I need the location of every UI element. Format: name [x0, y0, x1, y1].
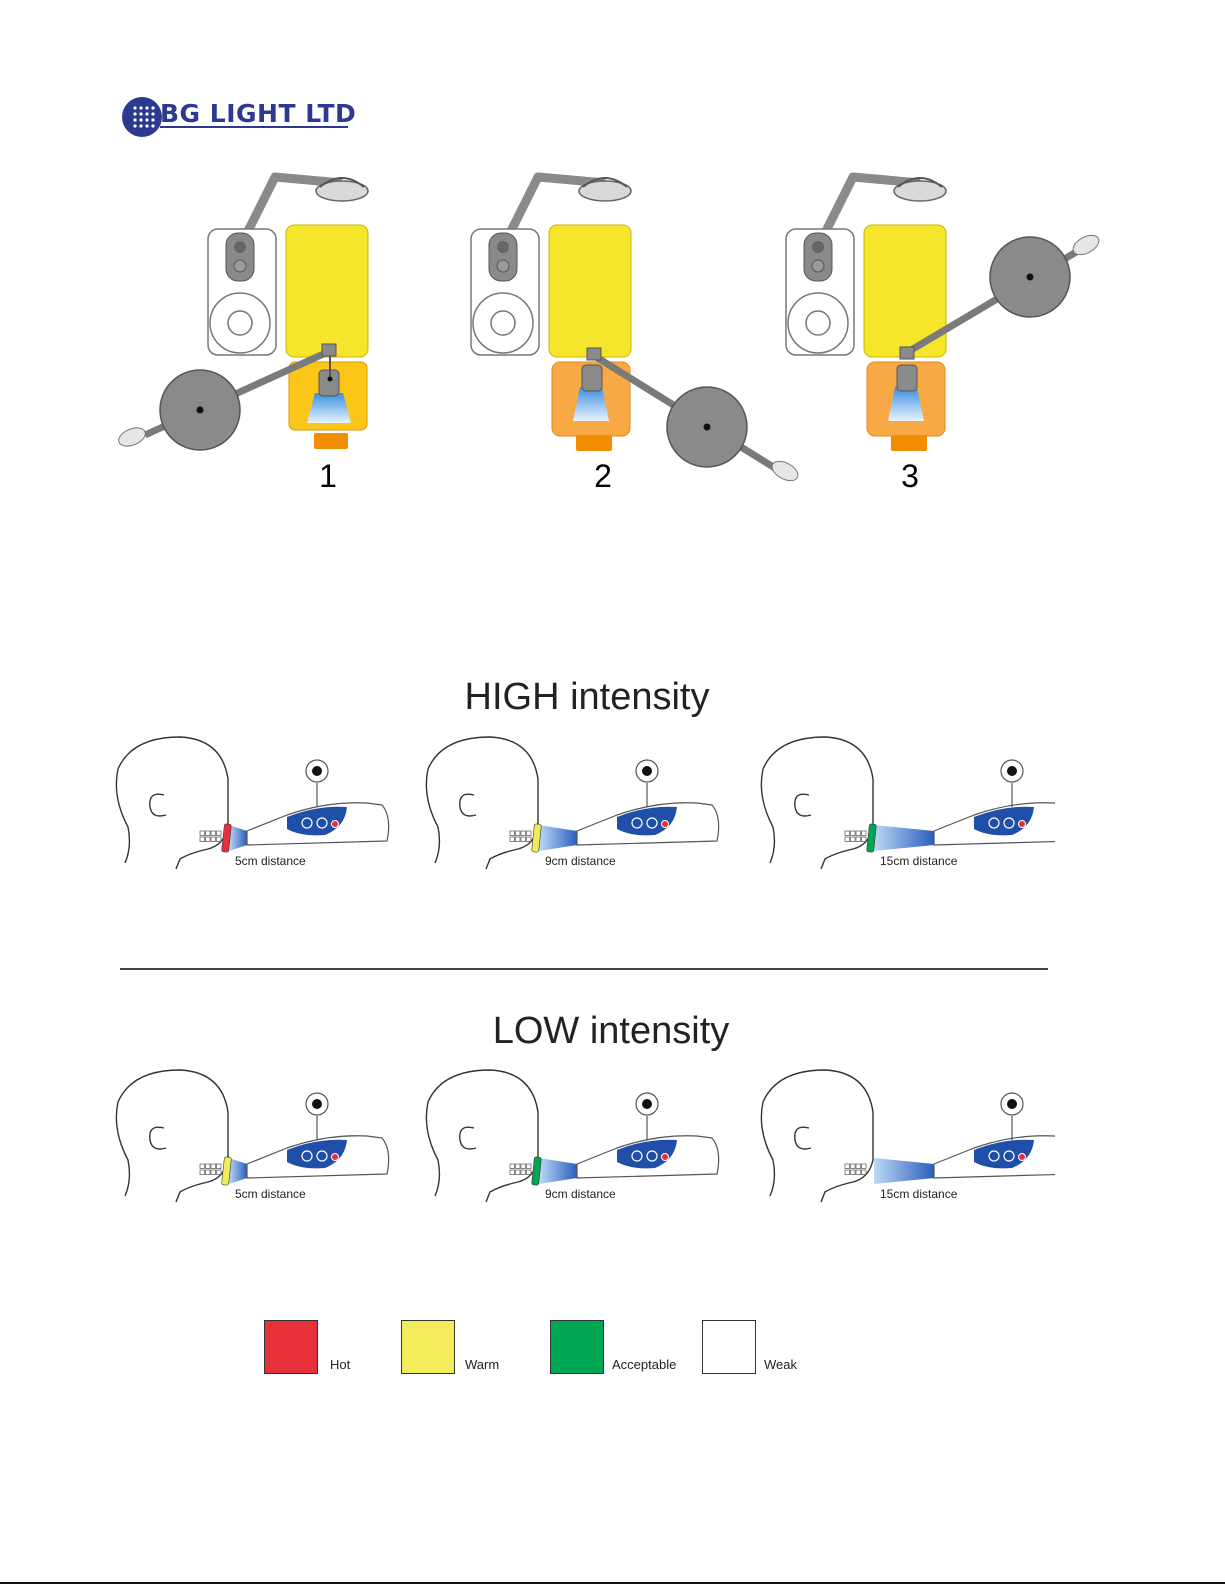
light-beam: [874, 1158, 934, 1184]
light-beam: [874, 825, 934, 851]
head-outline: [761, 1070, 873, 1202]
page-bottom-rule: [0, 1582, 1225, 1584]
distance-caption: 9cm distance: [545, 1187, 616, 1201]
legend-label: Acceptable: [612, 1357, 676, 1372]
distance-caption: 15cm distance: [880, 854, 957, 868]
light-beam: [229, 825, 247, 851]
brand-underline: [160, 126, 348, 128]
head-outline: [761, 737, 873, 869]
position-label-3: 3: [901, 458, 919, 494]
ear-icon: [795, 1127, 811, 1149]
ear-icon: [150, 794, 166, 816]
chair-position-3: [786, 177, 1102, 451]
head-outline: [426, 1070, 538, 1202]
legend-swatch: [401, 1320, 455, 1374]
light-beam: [539, 1158, 577, 1184]
legend-label: Weak: [764, 1357, 797, 1372]
position-label-1: 1: [319, 458, 337, 494]
distance-caption: 15cm distance: [880, 1187, 957, 1201]
head-outline: [116, 1070, 228, 1202]
chair-position-1: [116, 177, 368, 450]
ear-icon: [460, 794, 476, 816]
section-title-low: LOW intensity: [311, 1010, 911, 1053]
chair-position-diagrams: 1 2: [110, 165, 1110, 510]
ear-icon: [795, 794, 811, 816]
legend-swatch: [264, 1320, 318, 1374]
distance-caption: 5cm distance: [235, 1187, 306, 1201]
teeth-grid: [510, 1164, 531, 1175]
teeth-grid: [845, 831, 866, 842]
section-title-high: HIGH intensity: [287, 676, 887, 719]
head-outline: [426, 737, 538, 869]
teeth-grid: [200, 1164, 221, 1175]
teeth-grid: [845, 1164, 866, 1175]
section-divider: [120, 968, 1048, 970]
chair-position-2: [471, 177, 801, 485]
distance-caption: 5cm distance: [235, 854, 306, 868]
ear-icon: [460, 1127, 476, 1149]
light-beam: [539, 825, 577, 851]
position-label-2: 2: [594, 458, 612, 494]
legend-swatch: [550, 1320, 604, 1374]
teeth-grid: [510, 831, 531, 842]
light-beam: [229, 1158, 247, 1184]
legend-label: Hot: [330, 1357, 350, 1372]
distance-caption: 9cm distance: [545, 854, 616, 868]
head-outline: [116, 737, 228, 869]
brand-name: BG LIGHT LTD: [160, 99, 356, 128]
ear-icon: [150, 1127, 166, 1149]
legend-swatch: [702, 1320, 756, 1374]
teeth-grid: [200, 831, 221, 842]
legend-label: Warm: [465, 1357, 499, 1372]
